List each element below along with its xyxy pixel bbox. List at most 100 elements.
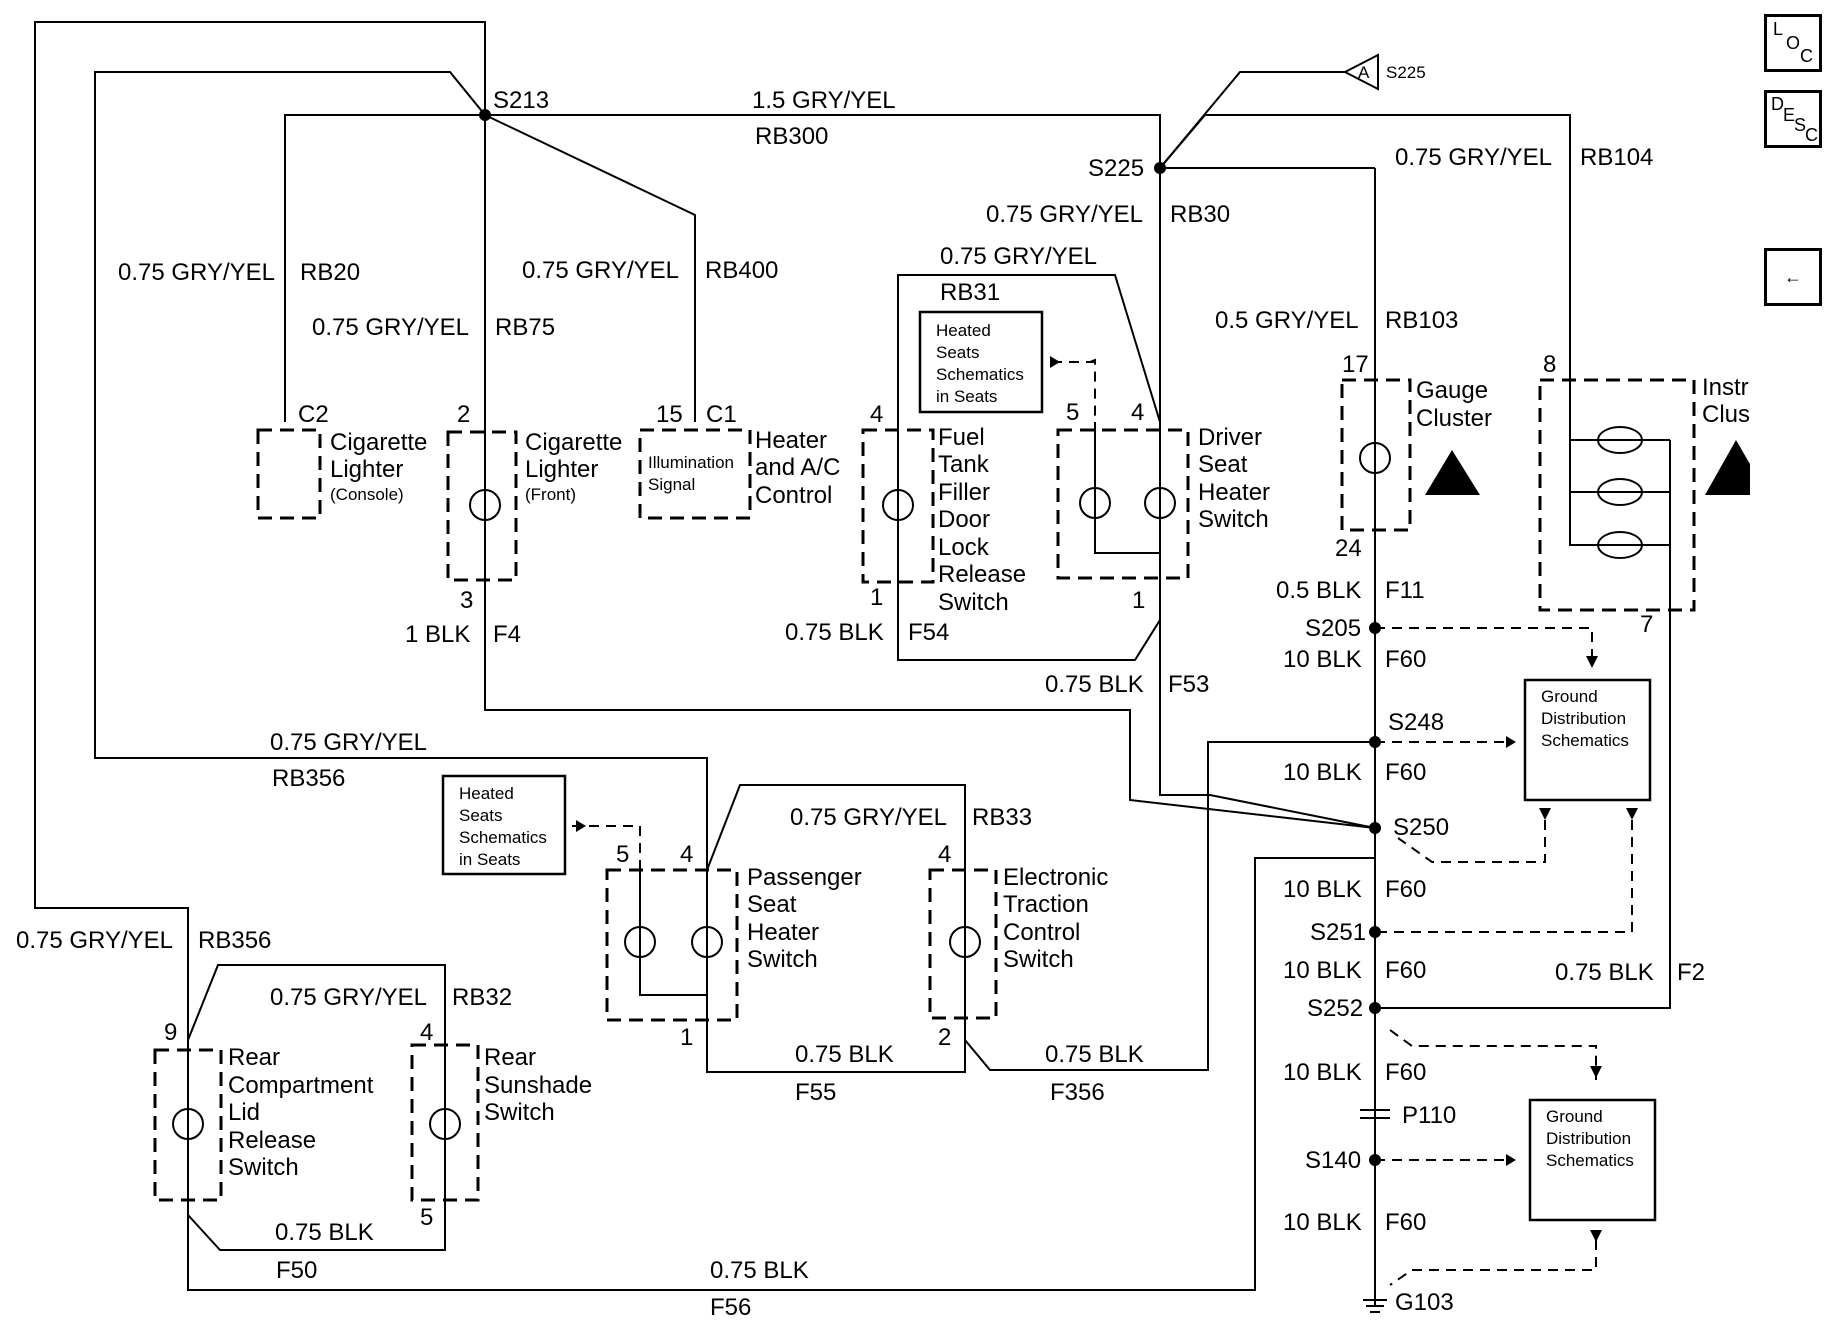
diagram-label: 7: [1640, 611, 1653, 638]
diagram-label: F60: [1385, 759, 1426, 786]
reference-lines: [572, 356, 1638, 1286]
diagram-label: 1.5 GRY/YEL: [752, 87, 896, 114]
loc-letter-c: C: [1800, 46, 1813, 66]
diagram-label: Rear: [484, 1044, 536, 1071]
diagram-label: 0.75 BLK: [1045, 1041, 1144, 1068]
diagram-label: 10 BLK: [1283, 876, 1362, 903]
esd-warning-icon: [1425, 440, 1750, 495]
diagram-label: Schematics: [459, 828, 547, 847]
diagram-label: RB30: [1170, 201, 1230, 228]
diagram-label: F60: [1385, 876, 1426, 903]
diagram-label: Heated: [459, 784, 514, 803]
ground-g103: G103: [1395, 1289, 1454, 1316]
diagram-label: 5: [616, 841, 629, 868]
diagram-label: Gauge: [1416, 377, 1488, 404]
hvac-control-box: [638, 428, 752, 520]
diagram-label: Rear: [228, 1044, 280, 1071]
diagram-label: 0.75 GRY/YEL: [522, 257, 679, 284]
diagram-label: 0.75 GRY/YEL: [270, 984, 427, 1011]
diagram-label: Cigarette: [525, 429, 622, 456]
diagram-label: 3: [460, 587, 473, 614]
diagram-label: (Front): [525, 485, 576, 504]
diagram-label: 0.75 GRY/YEL: [986, 201, 1143, 228]
diagram-label: 24: [1335, 535, 1362, 562]
diagram-label: Seats: [459, 806, 502, 825]
diagram-label: Switch: [938, 589, 1009, 616]
diagram-label: Switch: [747, 946, 818, 973]
diagram-label: 10 BLK: [1283, 957, 1362, 984]
diagram-label: 10 BLK: [1283, 646, 1362, 673]
back-arrow-button[interactable]: ←: [1764, 248, 1822, 306]
diagram-label: Passenger: [747, 864, 862, 891]
diagram-label: RB103: [1385, 307, 1458, 334]
diagram-label: 10 BLK: [1283, 759, 1362, 786]
ground-distribution-ref-box-2[interactable]: [1528, 1098, 1657, 1222]
diagram-label: Seat: [1198, 451, 1248, 478]
diagram-label: 0.75 BLK: [785, 619, 884, 646]
cigarette-lighter-front-box: [446, 430, 518, 582]
diagram-label: Driver: [1198, 424, 1262, 451]
diagram-label: 4: [420, 1019, 433, 1046]
diagram-label: Instrument: [1702, 374, 1750, 401]
passenger-seat-switch-box: [605, 868, 739, 1022]
loc-letter-o: O: [1786, 33, 1801, 53]
diagram-label: F2: [1677, 959, 1705, 986]
diagram-label: 0.75 BLK: [710, 1257, 809, 1284]
desc-letter-c: C: [1805, 125, 1818, 145]
diagram-label: 0.75 GRY/YEL: [118, 259, 275, 286]
switch-symbols: [172, 380, 1671, 1220]
diagram-label: Tank: [938, 451, 990, 478]
diagram-label: 0.75 BLK: [795, 1041, 894, 1068]
s225-reference-tag[interactable]: [1342, 53, 1379, 91]
description-button[interactable]: D E S C: [1764, 90, 1822, 148]
diagram-label: Filler: [938, 479, 990, 506]
diagram-label: F60: [1385, 646, 1426, 673]
diagram-label: 4: [680, 841, 693, 868]
diagram-label: RB33: [972, 804, 1032, 831]
diagram-label: F60: [1385, 957, 1426, 984]
wires: [34, 21, 1671, 1305]
labels: S213 S225 S205 S248 S250 S251 S252 P110 …: [16, 87, 1750, 1321]
diagram-label: Lighter: [330, 456, 403, 483]
diagram-label: RB104: [1580, 144, 1653, 171]
diagram-label: Signal: [648, 475, 695, 494]
splice-s250: S250: [1393, 814, 1449, 841]
diagram-label: F50: [276, 1257, 317, 1284]
p110-connector: [1360, 1109, 1390, 1119]
ground-distribution-ref-box-1[interactable]: [1523, 678, 1652, 802]
diagram-label: in Seats: [459, 850, 520, 869]
diagram-label: C1: [706, 401, 737, 428]
diagram-label: Ground: [1541, 687, 1598, 706]
diagram-label: Schematics: [1541, 731, 1629, 750]
heated-seats-ref-box-2[interactable]: [441, 774, 567, 876]
diagram-label: Control: [1003, 919, 1080, 946]
diagram-label: and A/C: [755, 454, 840, 481]
diagram-label: Switch: [228, 1154, 299, 1181]
diagram-label: Cluster: [1702, 401, 1750, 428]
desc-letter-s: S: [1794, 115, 1807, 135]
diagram-label: RB300: [755, 123, 828, 150]
diagram-label: 1: [870, 584, 883, 611]
diagram-label: Heater: [1198, 479, 1270, 506]
splice-s248: S248: [1388, 709, 1444, 736]
driver-seat-switch-box: [1056, 428, 1190, 580]
diagram-label: Seat: [747, 891, 797, 918]
diagram-label: Control: [755, 482, 832, 509]
location-button[interactable]: L O C: [1764, 14, 1822, 72]
component-boxes: [153, 378, 1696, 1202]
splice-s140: S140: [1305, 1147, 1361, 1174]
diagram-label: Seats: [936, 343, 979, 362]
heated-seats-ref-box-1[interactable]: [918, 310, 1044, 414]
diagram-label: Distribution: [1541, 709, 1626, 728]
diagram-label: in Seats: [936, 387, 997, 406]
wiring-diagram: A S225: [16, 21, 1750, 1321]
diagram-label: F53: [1168, 671, 1209, 698]
diagram-label: F60: [1385, 1059, 1426, 1086]
diagram-label: 0.5 GRY/YEL: [1215, 307, 1359, 334]
diagram-label: Heated: [936, 321, 991, 340]
diagram-label: 2: [457, 401, 470, 428]
diagram-label: Illumination: [648, 453, 734, 472]
s225-tag-letter: A: [1358, 63, 1370, 82]
splice-s213: S213: [493, 87, 549, 114]
diagram-label: Lock: [938, 534, 990, 561]
